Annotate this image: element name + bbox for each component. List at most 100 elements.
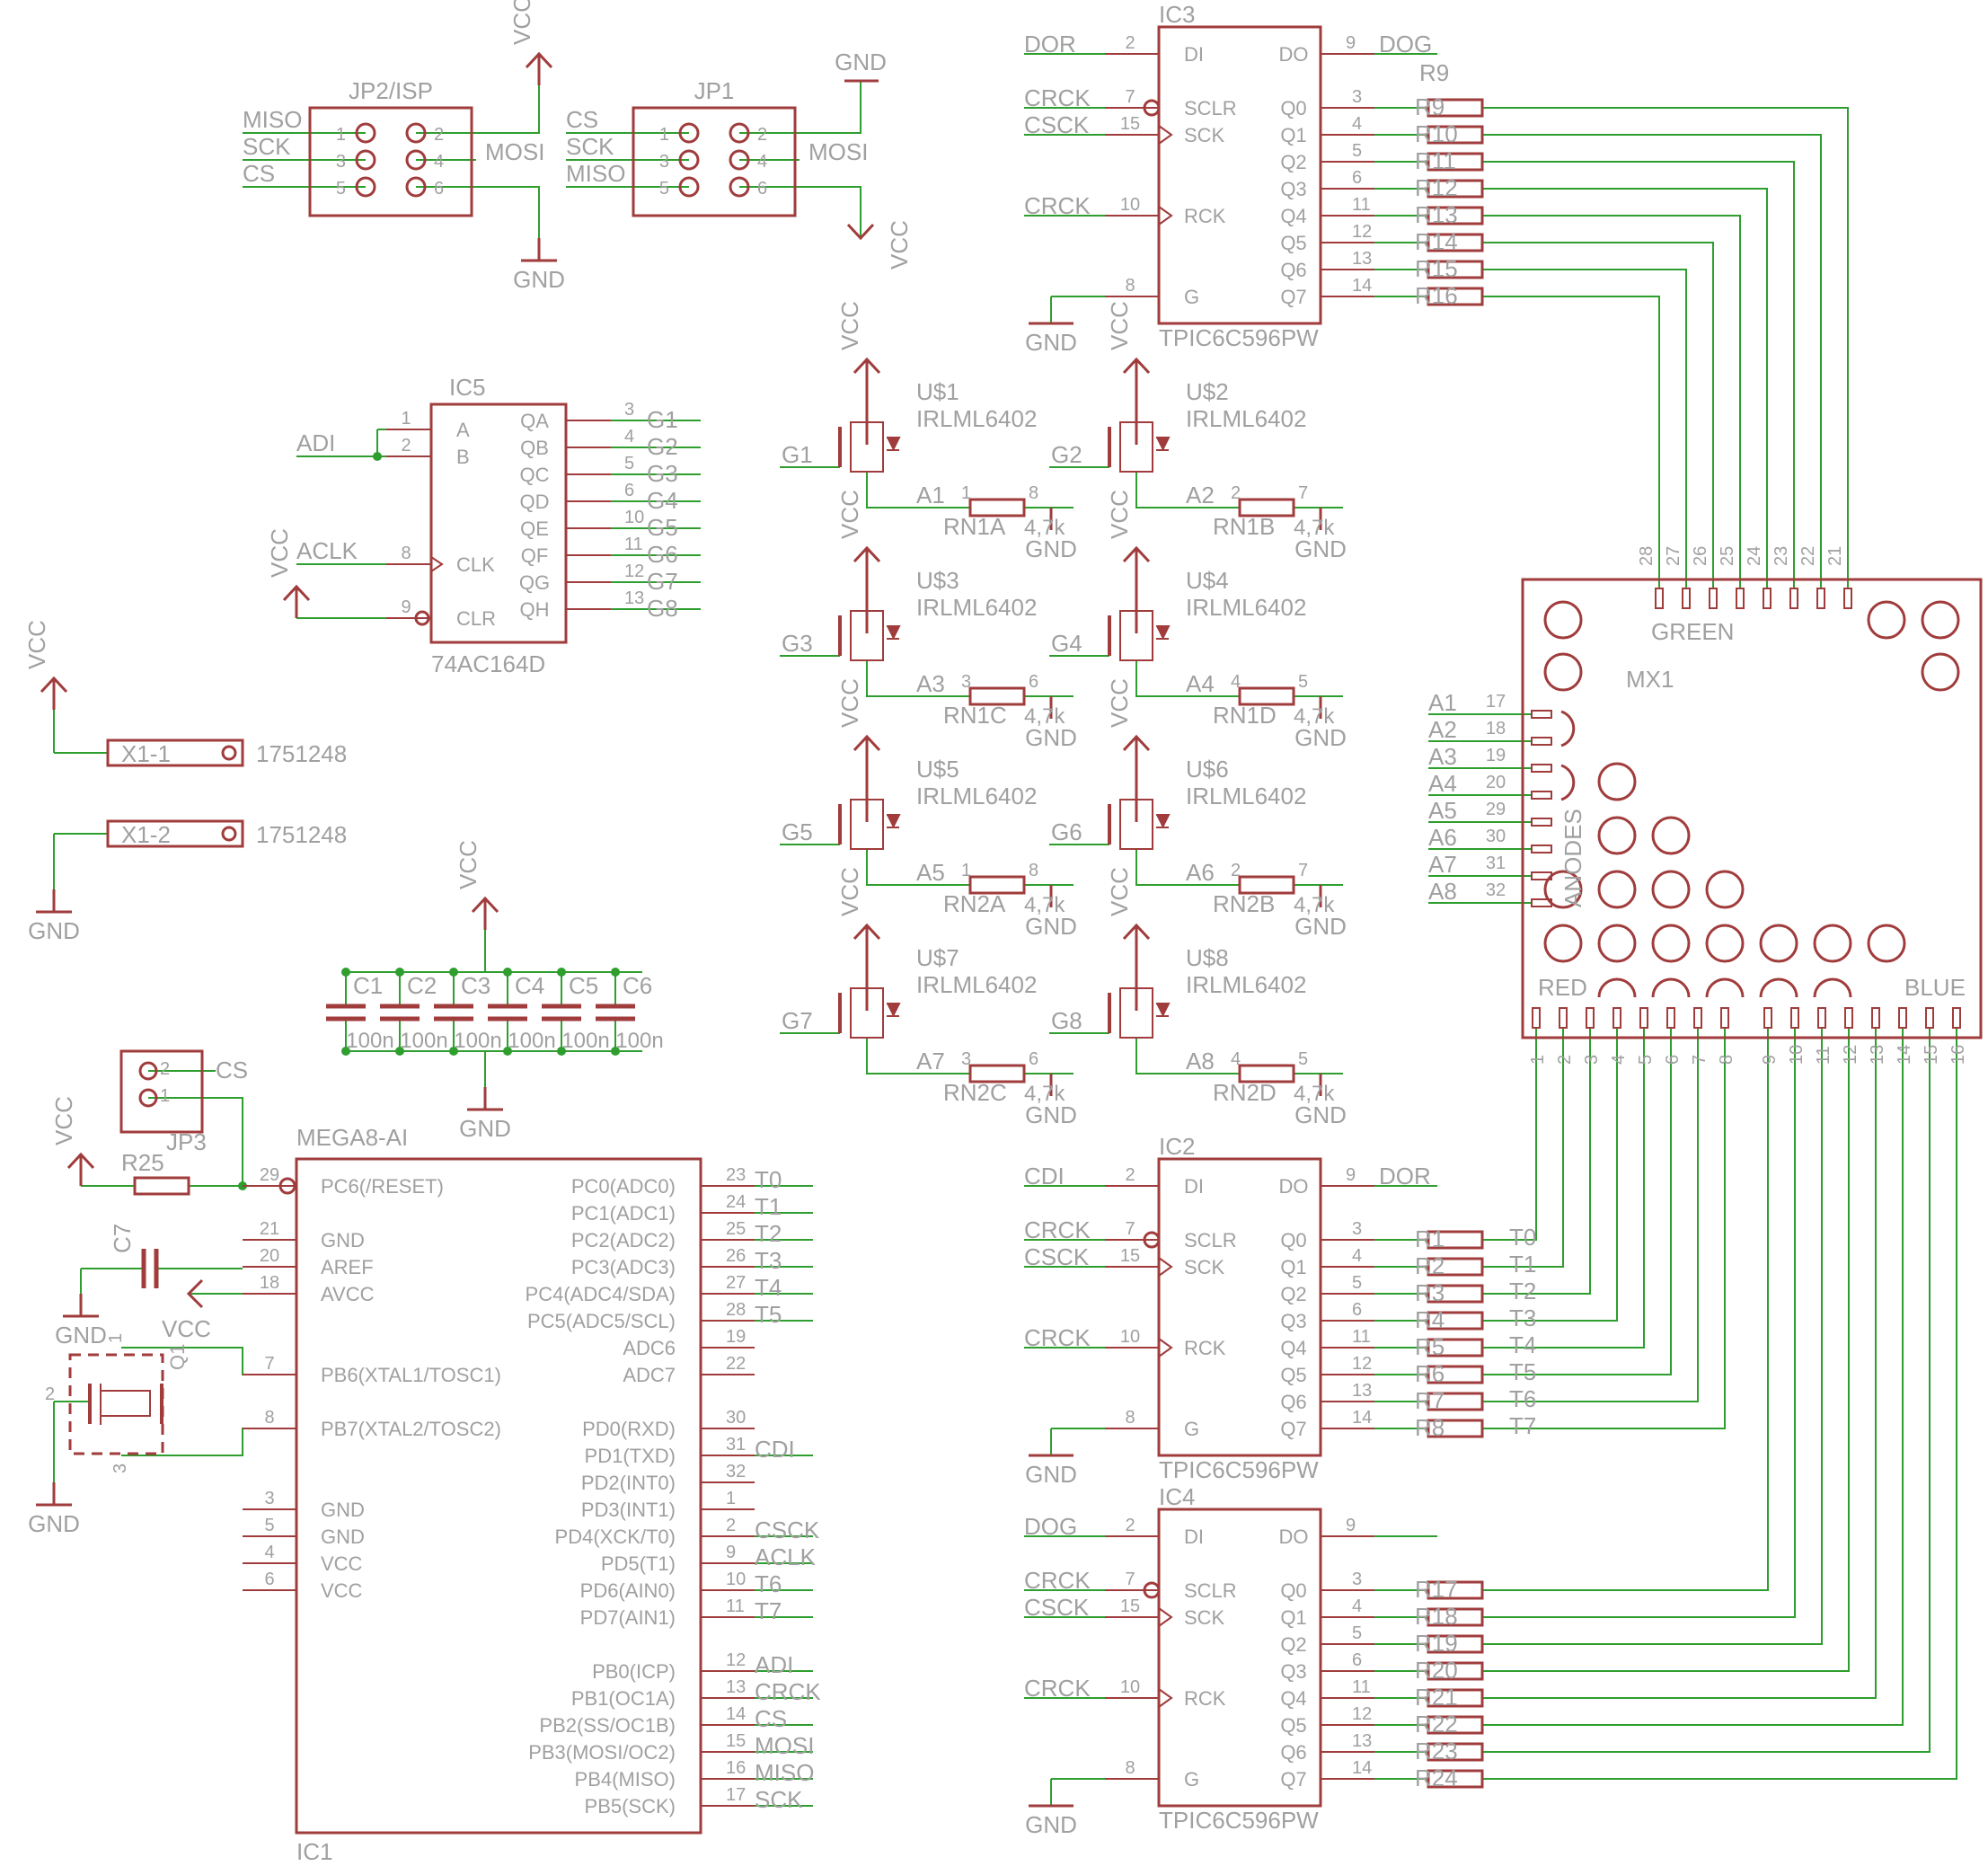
fet-rn-pin: 8 <box>1029 483 1038 503</box>
fet-body <box>1119 421 1153 473</box>
mx1-led-arc <box>1813 977 1852 998</box>
ic1-pin-fn: PD6(AIN0) <box>580 1579 676 1602</box>
ic3-pin-fn: Q2 <box>1280 151 1306 173</box>
ic2-out-net: T7 <box>1509 1412 1536 1439</box>
ic5-pin-fn: A <box>456 419 470 441</box>
ic2-rlabel: R2 <box>1415 1252 1445 1279</box>
mx1-anode-num: 30 <box>1486 827 1506 846</box>
gnd-label: GND <box>1025 724 1077 751</box>
ic3-pin-num: 14 <box>1352 276 1372 296</box>
ic3-sclr-bubble <box>1143 99 1161 117</box>
ic2-out-resistor <box>1427 1419 1484 1438</box>
ic1-pin-num: 21 <box>260 1219 279 1239</box>
ic4-pin-fn: G <box>1184 1768 1199 1791</box>
mx1-anode-num: 29 <box>1486 800 1506 819</box>
ic1-pin-num: 25 <box>726 1219 746 1239</box>
ic1-pin-num: 20 <box>260 1246 279 1266</box>
fet-diode <box>1156 1003 1171 1017</box>
ic1-pin-num: 14 <box>726 1704 746 1724</box>
ic1-pin-num: 30 <box>726 1408 746 1428</box>
ic1-pin-num: 16 <box>726 1758 746 1778</box>
mx1-anode-net: A3 <box>1428 743 1457 770</box>
jp1-pin-pad <box>729 122 750 144</box>
jp2-pin-num: 4 <box>434 152 444 172</box>
fet-rn-pin: 5 <box>1298 672 1308 692</box>
ic1-pin-fn: PC3(ADC3) <box>571 1256 676 1278</box>
ic3-pin-num: 8 <box>1125 276 1135 296</box>
ic1-pin-fn: PB5(SCK) <box>585 1795 676 1817</box>
ic4-out-resistor <box>1427 1688 1484 1708</box>
fet-name: U$2 <box>1186 378 1229 405</box>
ic2-to-red <box>1482 1028 1699 1402</box>
fet-gate-net: G6 <box>1051 818 1082 845</box>
ic3-part: TPIC6C596PW <box>1159 324 1319 351</box>
fet-rn-pin: 5 <box>1298 1049 1308 1069</box>
ic1-pin-fn: PB7(XTAL2/TOSC2) <box>321 1418 501 1440</box>
fet-body <box>1119 987 1153 1039</box>
ic2-pin-fn: SCK <box>1184 1256 1225 1278</box>
jp2-pin-pad <box>355 122 376 144</box>
vcc-label: VCC <box>1106 301 1133 350</box>
ic1-pin-fn: PC6(/RESET) <box>321 1175 444 1198</box>
mx1-anode-net: A4 <box>1428 770 1457 797</box>
ic3-to-green <box>1482 134 1822 588</box>
ic4-out-resistor <box>1427 1661 1484 1681</box>
ic2-pin-fn: SCLR <box>1184 1229 1237 1251</box>
ic2-rlabel: R8 <box>1415 1414 1445 1441</box>
x1-pin: X1-1 <box>121 740 171 767</box>
ic5-pin-fn: QE <box>520 517 549 540</box>
fet-gate-net: G2 <box>1051 441 1082 468</box>
jp2-pin-pad <box>405 149 427 171</box>
fet-part: IRLML6402 <box>1186 594 1306 621</box>
ic3-body <box>1157 25 1322 325</box>
mx1-bottom-pin-num: 6 <box>1663 1055 1683 1065</box>
fet-name: U$8 <box>1186 944 1229 971</box>
jp2-pin-num: 3 <box>336 152 346 172</box>
junction-dot <box>449 968 458 977</box>
fet-rn-val: 4,7k <box>1294 516 1335 540</box>
ic5-net: G7 <box>647 568 678 595</box>
cap-value: 100n <box>615 1029 663 1053</box>
ic1-pin-num: 5 <box>264 1516 274 1535</box>
ic5-net: G6 <box>647 541 678 568</box>
fet-body <box>850 799 884 850</box>
ic5-pin-num: 10 <box>624 508 644 527</box>
mx1-bottom-pin <box>1720 1007 1729 1029</box>
mx1-led <box>1705 924 1745 963</box>
ic4-rlabel: R24 <box>1415 1764 1458 1791</box>
ic1-pin-fn: ADC6 <box>623 1337 676 1359</box>
ic1-net: CDI <box>755 1436 795 1463</box>
ic1-pin-num: 1 <box>726 1489 736 1508</box>
mx1-body <box>1521 578 1983 1039</box>
fet-part: IRLML6402 <box>916 783 1037 809</box>
ic3-out-resistor <box>1427 287 1484 306</box>
ic1-pin-fn: AREF <box>321 1256 374 1278</box>
ic2-out-net: T6 <box>1509 1385 1536 1412</box>
fet-rn <box>1238 875 1295 895</box>
cap-value: 100n <box>400 1029 447 1053</box>
ic2-pin-fn: DO <box>1279 1175 1309 1198</box>
vcc-arrow <box>1122 545 1151 563</box>
vcc-label: VCC <box>886 220 913 270</box>
fet-rn <box>968 498 1026 517</box>
gnd-label: GND <box>1294 913 1347 940</box>
ic3-rlabel: R16 <box>1415 282 1458 309</box>
fet-diode <box>887 625 901 640</box>
ic4-in-net: CSCK <box>1024 1594 1090 1621</box>
ic2-out-net: T5 <box>1509 1358 1536 1385</box>
fet-diode <box>887 814 901 828</box>
ic2-sclr-bubble <box>1143 1231 1161 1249</box>
gnd-label: GND <box>55 1322 107 1349</box>
ic2-in-net: CRCK <box>1024 1216 1091 1243</box>
vcc-label: VCC <box>266 528 293 578</box>
ic2-out-resistor <box>1427 1338 1484 1357</box>
fet-rn <box>968 686 1026 706</box>
fet-diode <box>887 1003 901 1017</box>
ic4-pin-fn: DO <box>1279 1526 1309 1548</box>
vcc-label: VCC <box>836 301 863 350</box>
mx1-led-arc <box>1651 977 1691 998</box>
jp2-pin-pad <box>355 176 376 198</box>
vcc-arrow <box>1122 923 1151 941</box>
mx1-bottom-pin-num: 7 <box>1690 1055 1710 1065</box>
ic2-out-resistor <box>1427 1257 1484 1277</box>
